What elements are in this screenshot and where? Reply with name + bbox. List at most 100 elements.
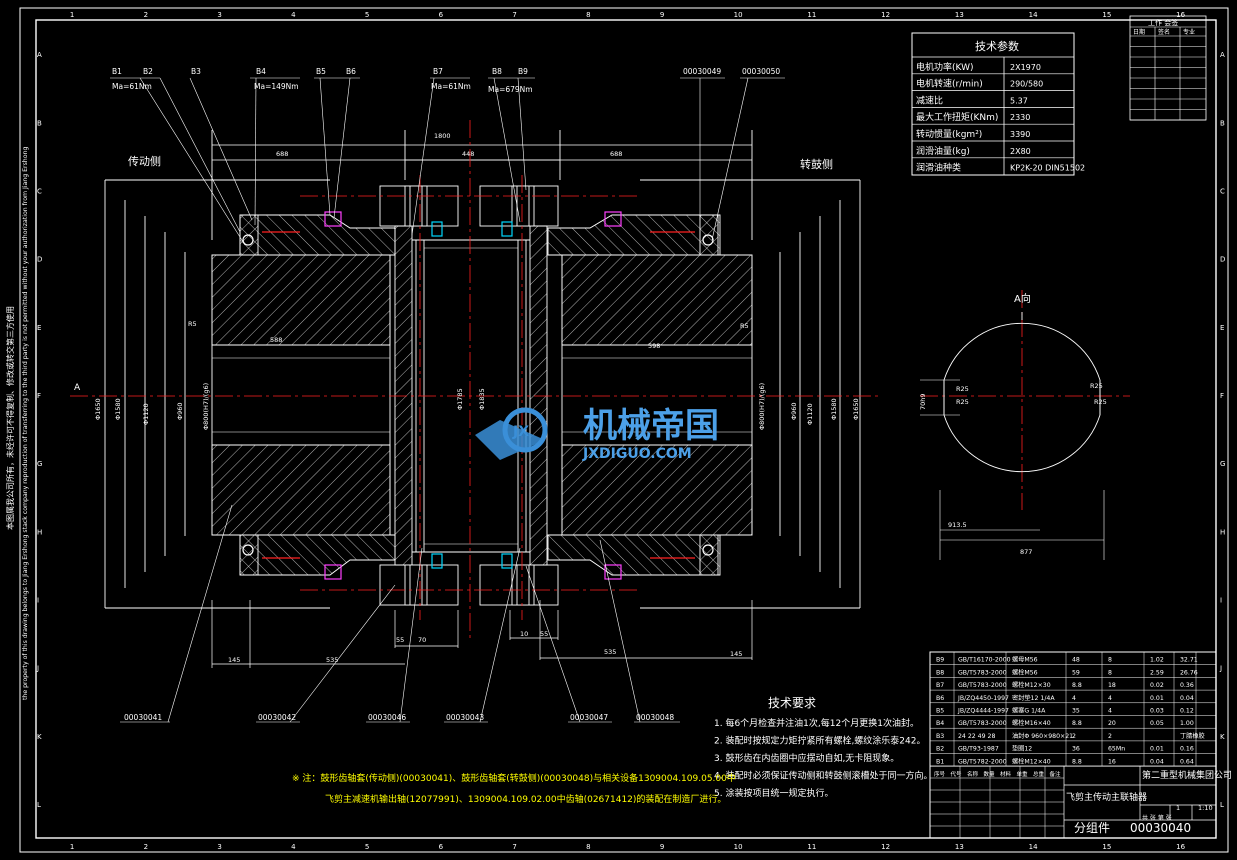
grid-col-8: 8: [586, 11, 590, 19]
grid-row-right-D: D: [1220, 256, 1225, 264]
bom-cell: 0.05: [1150, 720, 1164, 727]
grid-col-bottom-12: 12: [881, 843, 890, 851]
bom-cell: 垫圈12: [1012, 745, 1032, 753]
bom-header: 序号: [934, 770, 946, 778]
grid-row-A: A: [37, 51, 42, 59]
view-a-title: A向: [1014, 292, 1031, 305]
dim-bot-145l: 145: [228, 656, 240, 664]
part-00030042: 00030042: [258, 713, 296, 722]
bom-header: 总重: [1033, 770, 1045, 778]
grid-col-bottom-5: 5: [365, 843, 369, 851]
bom-header: 名称: [967, 770, 979, 778]
bom-cell: B2: [936, 746, 944, 753]
quantity: 1: [1176, 804, 1180, 812]
grid-col-1: 1: [70, 11, 74, 19]
bom-cell: GB/T5783-2000: [958, 682, 1007, 689]
grid-row-right-B: B: [1220, 119, 1225, 127]
part-00030048: 00030048: [636, 713, 674, 722]
grid-row-right-L: L: [1220, 801, 1224, 809]
bom-cell: 32.71: [1180, 657, 1198, 664]
bom-cell: B7: [936, 682, 944, 689]
bom-cell: 1.02: [1150, 657, 1164, 664]
product-name: 飞剪主传动主联轴器: [1066, 791, 1147, 803]
dim-right-len: 688: [610, 150, 622, 158]
grid-row-right-G: G: [1220, 460, 1225, 468]
bom-cell: 密封垫12 1/4A: [1012, 694, 1055, 702]
grid-row-H: H: [37, 528, 42, 536]
grid-col-9: 9: [660, 11, 664, 19]
dim-r-left: R5: [188, 320, 197, 328]
dim-bot-145r: 145: [730, 650, 742, 658]
bom-header: 数量: [984, 770, 996, 778]
dim-inner-left: 588: [270, 336, 282, 344]
view-w2: 877: [1020, 548, 1032, 556]
grid-col-11: 11: [807, 11, 816, 19]
part-type: 分组件: [1074, 821, 1110, 835]
tech-req-line: 2. 装配时按规定力矩拧紧所有螺栓,螺纹涂乐泰242。: [714, 735, 926, 747]
bom-cell: 螺栓M16×40: [1012, 719, 1051, 727]
dim-right-d1: Φ1650: [852, 398, 860, 420]
grid-row-G: G: [37, 460, 42, 468]
dim-left-d2: Φ1580: [114, 398, 122, 420]
bom-cell: 59: [1072, 669, 1080, 676]
grid-row-E: E: [37, 324, 41, 332]
view-r4: R25: [1094, 398, 1107, 406]
copyright-line-cn: 本图属我公司所有，未经许可不得复制、修改或转交第三方使用: [5, 306, 15, 530]
bom-cell: 24 22 49 28: [958, 733, 995, 740]
tech-param-label: 转动惯量(kgm²): [916, 128, 982, 140]
tech-req-line: 1. 每6个月检查并注油1次,每12个月更换1次油封。: [714, 717, 919, 729]
dim-left-d3: Φ1120: [142, 403, 150, 425]
bottom-part-callouts: 00030041 00030042 00030046 00030043 0003…: [124, 713, 674, 722]
grid-row-right-E: E: [1220, 324, 1224, 332]
dim-left-d1: Φ1650: [94, 398, 102, 420]
note-line-1: ※ 注：鼓形齿轴套(传动侧)(00030041)、鼓形齿轴套(转鼓侧)(0003…: [292, 772, 736, 784]
grid-row-right-A: A: [1220, 51, 1225, 59]
bottom-dimension-lines: [211, 600, 753, 668]
tech-param-label: 电机转速(r/min): [916, 78, 983, 90]
bom-cell: 16: [1108, 758, 1116, 765]
dim-bot-535l: 535: [326, 656, 338, 664]
grid-col-13: 13: [955, 11, 964, 19]
bom-header: 材料: [1000, 770, 1012, 778]
view-h: 70h9: [919, 393, 927, 410]
tech-param-value: 2X1970: [1010, 63, 1041, 72]
bom-cell: GB/T5782-2000: [958, 758, 1007, 765]
tech-req-line: 5. 涂装按项目统一规定执行。: [714, 787, 833, 799]
grid-col-3: 3: [217, 11, 221, 19]
bom-cell: 螺栓M56: [1012, 668, 1038, 676]
grid-col-7: 7: [512, 11, 516, 19]
bom-cell: 18: [1108, 682, 1116, 689]
dim-right-d3: Φ1120: [806, 403, 814, 425]
scale: 1:10: [1198, 804, 1213, 812]
grid-col-16: 16: [1176, 11, 1185, 19]
view-a-labels: A向 R25 R25 R25 R25 70h9 913.5 877: [919, 292, 1107, 556]
bom-cell: GB/T5783-2000: [958, 720, 1007, 727]
drawing-frame: [19, 7, 1229, 853]
grid-row-F: F: [37, 392, 41, 400]
cosign-col-date: 日期: [1133, 28, 1145, 36]
dim-bot-535r: 535: [604, 648, 616, 656]
bom-cell: 20: [1108, 720, 1116, 727]
tech-param-value: 2X80: [1010, 147, 1031, 156]
bom-cell: 0.01: [1150, 746, 1164, 753]
cosign-title: 工作 会签: [1148, 18, 1178, 27]
bolt-b4-torque: Ma=149Nm: [254, 82, 299, 91]
bom-table: [929, 651, 1217, 839]
bom-cell: 螺栓M12×40: [1012, 757, 1051, 765]
grid-row-right-F: F: [1220, 392, 1224, 400]
bom-header: 备注: [1050, 770, 1062, 778]
bom-cell: JB/ZQ4444-1997: [957, 708, 1009, 715]
grid-column-labels: 1122334455667788991010111112121313141415…: [70, 11, 1186, 851]
accent-details: [242, 211, 714, 580]
tech-param-label: 减速比: [916, 94, 943, 106]
bom-cell: 4: [1108, 695, 1112, 702]
bom-cell: 0.12: [1180, 708, 1194, 715]
bolt-b2: B2: [143, 67, 153, 76]
tech-param-label: 电机功率(KW): [916, 61, 974, 73]
grid-row-B: B: [37, 119, 42, 127]
tech-params-table: 技术参数 电机功率(KW)2X1970电机转速(r/min)290/580减速比…: [911, 32, 1085, 176]
bom-cell: 2: [1108, 733, 1112, 740]
grid-col-bottom-7: 7: [512, 843, 516, 851]
bom-cell: 油封Φ 960×980×21: [1012, 732, 1073, 740]
